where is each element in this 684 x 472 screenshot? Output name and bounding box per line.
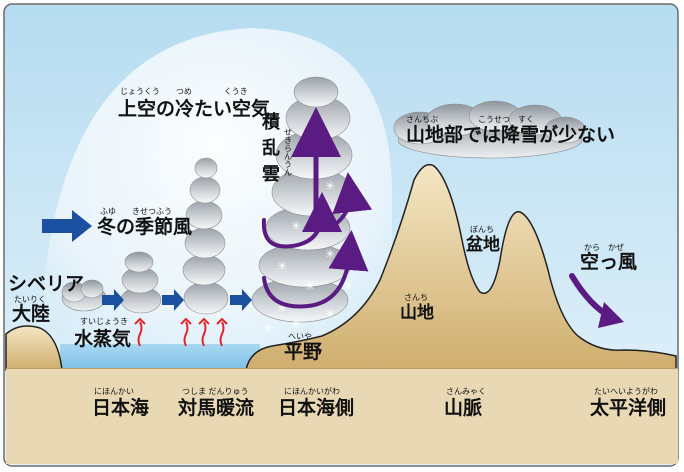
vapor-arrows [134, 317, 228, 347]
svg-text:✳: ✳ [325, 307, 335, 321]
japan-land [245, 163, 677, 371]
mountain-area-ruby: さんちぶ こうせつ すく [406, 115, 534, 124]
small-cloud-1 [61, 279, 107, 312]
cloud-3 [182, 157, 229, 315]
flow-arrow-2 [162, 289, 184, 311]
water-vapor-ruby: すいじょうき [80, 317, 128, 326]
siberia-land [5, 325, 63, 371]
cumulonimbus-char-2: 乱 [262, 138, 280, 159]
ground-label-5: 太平洋側 [590, 396, 666, 419]
ground-band [6, 368, 678, 464]
svg-text:✳: ✳ [291, 219, 301, 233]
sea [60, 344, 260, 370]
siberia-label-line2: 大陸 [12, 302, 50, 325]
ground-ruby-2: つしま だんりゅう [182, 387, 249, 396]
mountain-area-label: 山地部では降雪が少ない [406, 123, 615, 146]
ground-label-3: 日本海側 [278, 396, 354, 419]
mountain-top-cloud [393, 100, 586, 159]
svg-text:✳: ✳ [291, 317, 301, 331]
svg-text:✳: ✳ [277, 301, 287, 315]
ground-ruby-3: にほんかいがわ [284, 386, 340, 396]
water-vapor-label: 水蒸気 [74, 327, 131, 350]
flow-arrow-3 [230, 289, 252, 311]
mountains-label: 山地 [400, 302, 434, 323]
updraft-arrows [261, 107, 373, 309]
winter-monsoon-arrow [42, 210, 92, 242]
ground-ruby-1: にほんかい [94, 387, 134, 396]
cold-air-label: 上空の冷たい空気 [118, 97, 270, 120]
flow-arrow-1 [102, 289, 124, 311]
siberia-label-line1: シベリア [8, 273, 84, 295]
svg-text:✳: ✳ [325, 247, 335, 261]
ground-label-1: 日本海 [92, 396, 149, 419]
svg-text:✳: ✳ [343, 279, 353, 293]
svg-text:✳: ✳ [277, 259, 287, 273]
dry-wind-arrowhead [598, 302, 624, 328]
dry-wind-ruby: から かぜ [584, 243, 624, 252]
svg-text:✳: ✳ [297, 239, 307, 253]
cloud-2 [120, 251, 162, 314]
basin-ruby: ぼんち [470, 225, 494, 234]
dry-wind-label: 空っ風 [580, 250, 637, 273]
ground-ruby-5: たいへいようがわ [594, 386, 658, 396]
monsoon-arrows [42, 210, 252, 311]
plain-ruby: へいや [288, 332, 312, 341]
cumulonimbus-ruby: せきらんうん [284, 128, 293, 176]
cold-air-ruby: じょうくう つめ くうき [120, 87, 248, 96]
svg-text:✳: ✳ [305, 279, 315, 293]
mountains-ruby: さんち [404, 293, 428, 302]
cumulonimbus-char-3: 雲 [262, 164, 280, 185]
svg-text:✳: ✳ [325, 179, 335, 193]
svg-text:✳: ✳ [257, 231, 267, 245]
plain-label: 平野 [284, 341, 322, 363]
svg-text:✳: ✳ [263, 321, 273, 335]
winter-monsoon-label: 冬の季節風 [97, 215, 192, 238]
cumulonimbus-char-1: 積 [261, 111, 281, 133]
ground-label-2: 対馬暖流 [177, 396, 254, 419]
siberia-ruby: たいりく [14, 295, 46, 304]
basin-label: 盆地 [465, 234, 500, 255]
ground-ruby-4: さんみゃく [446, 387, 486, 396]
winter-monsoon-ruby: ふゆ きせつふう [100, 207, 172, 216]
ground-label-4: 山脈 [444, 396, 482, 419]
